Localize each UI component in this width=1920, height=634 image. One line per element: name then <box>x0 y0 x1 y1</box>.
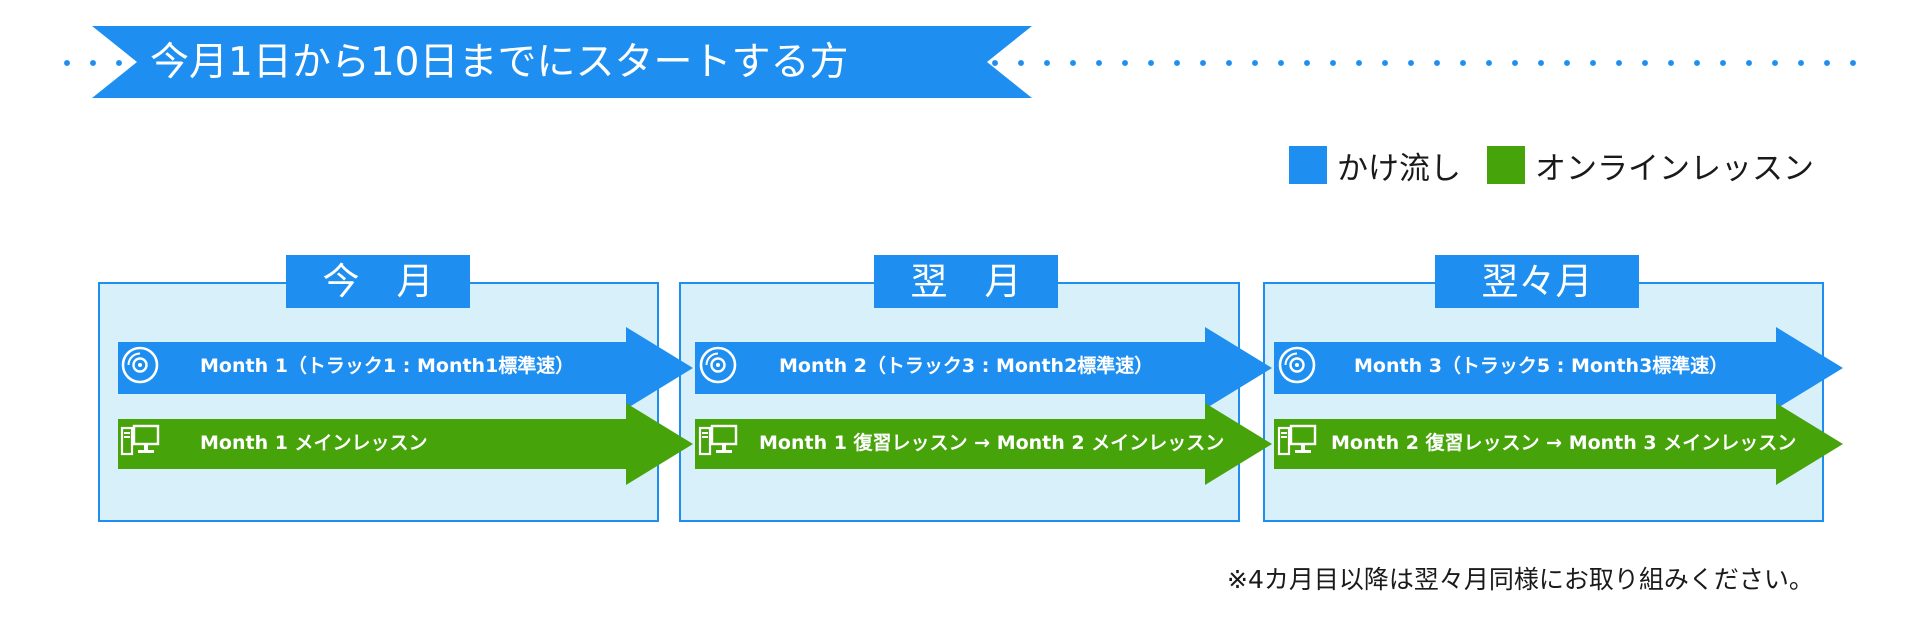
footnote: ※4カ月目以降は翌々月同様にお取り組みください。 <box>1227 565 1814 594</box>
legend-swatch-green <box>1487 146 1525 184</box>
legend-label: オンラインレッスン <box>1535 150 1814 187</box>
disc-icon <box>121 346 159 384</box>
arrow-label-online-lesson-1: Month 1 メインレッスン <box>200 432 428 454</box>
arrow-online-lesson-1 <box>118 403 693 485</box>
arrow-label-online-lesson-2: Month 1 復習レッスン → Month 2 メインレッスン <box>759 432 1225 454</box>
panel-tab-next-month: 翌 月 <box>874 255 1058 308</box>
computer-icon <box>1277 424 1317 456</box>
disc-icon <box>1278 346 1316 384</box>
panel-tab-this-month: 今 月 <box>286 255 470 308</box>
arrow-kakenagashi-3 <box>1274 327 1843 409</box>
legend-label: かけ流し <box>1337 150 1461 187</box>
page-title: 今月1日から10日までにスタートする方 <box>150 40 849 85</box>
header-ribbon <box>92 26 1032 98</box>
legend-item-kakenagashi: かけ流し <box>1289 144 1461 187</box>
arrow-online-lesson-2 <box>695 403 1272 485</box>
arrow-label-online-lesson-3: Month 2 復習レッスン → Month 3 メインレッスン <box>1331 432 1797 454</box>
panel-tab-month-after-next: 翌々月 <box>1435 255 1639 308</box>
dotted-line-left <box>54 59 154 67</box>
dotted-line-right <box>982 59 1870 67</box>
month-panel-next-month <box>679 282 1240 522</box>
arrow-online-lesson-3 <box>1274 403 1843 485</box>
computer-icon <box>120 424 160 456</box>
legend-swatch-blue <box>1289 146 1327 184</box>
arrow-label-kakenagashi-2: Month 2（トラック3 : Month2標準速） <box>779 355 1154 377</box>
arrow-label-kakenagashi-1: Month 1（トラック1 : Month1標準速） <box>200 355 575 377</box>
computer-icon <box>698 424 738 456</box>
arrow-kakenagashi-1 <box>118 327 693 409</box>
disc-icon <box>699 346 737 384</box>
arrow-kakenagashi-2 <box>695 327 1272 409</box>
arrow-label-kakenagashi-3: Month 3（トラック5 : Month3標準速） <box>1354 355 1729 377</box>
legend-item-online-lesson: オンラインレッスン <box>1487 144 1814 187</box>
